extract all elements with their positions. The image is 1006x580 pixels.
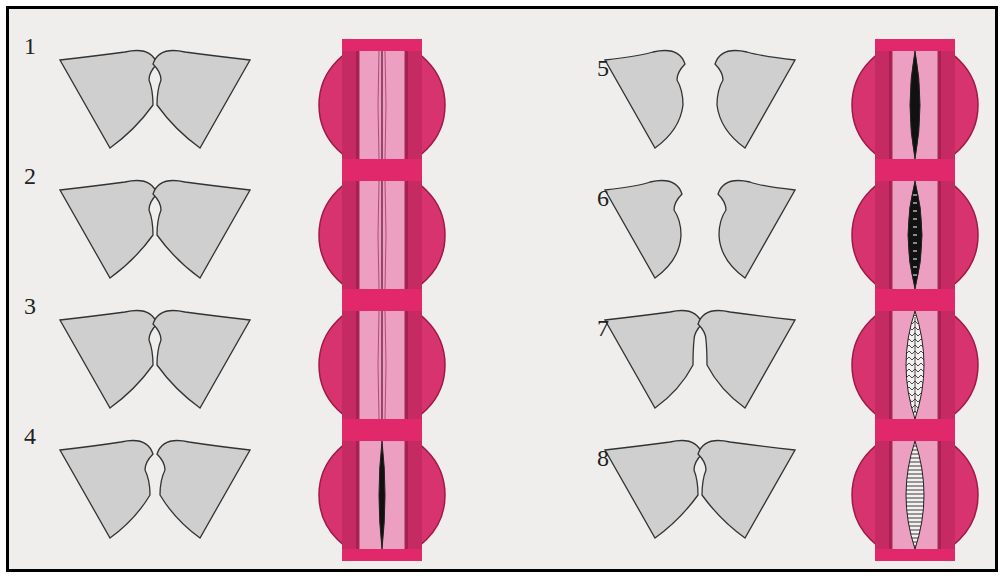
vocal-fold-section xyxy=(605,51,685,149)
larynx-view xyxy=(852,42,978,168)
callout-number: 6 xyxy=(597,186,609,210)
vocal-fold-top xyxy=(359,309,405,421)
larynx-wall xyxy=(875,437,955,553)
commissure xyxy=(875,429,955,441)
figure-frame xyxy=(6,6,998,572)
larynx-view xyxy=(319,432,445,558)
larynx-view xyxy=(852,172,978,298)
commissure xyxy=(342,39,422,51)
commissure xyxy=(342,549,422,561)
vocal-fold-section xyxy=(60,311,157,409)
vocal-fold-section xyxy=(153,311,250,409)
vocal-fold-section xyxy=(157,441,250,539)
larynx-wall xyxy=(875,177,955,293)
callout-number: 3 xyxy=(24,294,36,318)
larynx-view xyxy=(852,302,978,428)
larynx-view xyxy=(852,432,978,558)
larynx-wall xyxy=(342,177,422,293)
larynx-wall xyxy=(342,437,422,553)
glottis xyxy=(910,51,920,159)
glottis-line xyxy=(381,181,382,289)
larynx-view xyxy=(319,172,445,298)
commissure xyxy=(875,299,955,311)
callout-number: 2 xyxy=(24,164,36,188)
vocal-fold-section xyxy=(605,181,682,279)
vocal-fold-top xyxy=(892,49,938,161)
larynx-wall xyxy=(342,47,422,163)
vocal-fold-section xyxy=(605,441,702,539)
callout-number: 5 xyxy=(597,56,609,80)
vocal-fold-section xyxy=(605,311,702,409)
vocal-fold-section xyxy=(698,441,795,539)
vocal-fold-section xyxy=(60,181,157,279)
vocal-fold-top xyxy=(892,309,938,421)
larynx-view xyxy=(319,42,445,168)
vocal-fold-section xyxy=(153,181,250,279)
commissure xyxy=(342,299,422,311)
callout-number: 4 xyxy=(24,424,36,448)
vocal-fold-top xyxy=(892,439,938,551)
larynx-wall xyxy=(875,307,955,423)
vocal-fold-section xyxy=(153,51,250,149)
larynx-wall xyxy=(342,307,422,423)
vocal-fold-top xyxy=(892,179,938,291)
glottis-line xyxy=(381,51,382,159)
glottis-line xyxy=(381,311,382,419)
commissure xyxy=(875,549,955,561)
glottis xyxy=(906,311,924,419)
glottis xyxy=(908,181,922,289)
callout-number: 7 xyxy=(597,316,609,340)
glottis xyxy=(906,441,924,549)
vocal-fold-top xyxy=(359,49,405,161)
commissure xyxy=(342,169,422,181)
vocal-fold-section xyxy=(718,181,795,279)
larynx-wall xyxy=(875,47,955,163)
vocal-fold-top xyxy=(359,179,405,291)
larynx-view xyxy=(319,302,445,428)
commissure xyxy=(342,429,422,441)
vocal-fold-section xyxy=(698,311,795,409)
commissure xyxy=(875,39,955,51)
vocal-fold-section xyxy=(60,51,157,149)
vocal-fold-section xyxy=(715,51,795,149)
callout-number: 8 xyxy=(597,446,609,470)
vocal-fold-top xyxy=(359,439,405,551)
glottis xyxy=(379,441,385,549)
callout-number: 1 xyxy=(24,34,36,58)
vocal-fold-section xyxy=(60,441,153,539)
